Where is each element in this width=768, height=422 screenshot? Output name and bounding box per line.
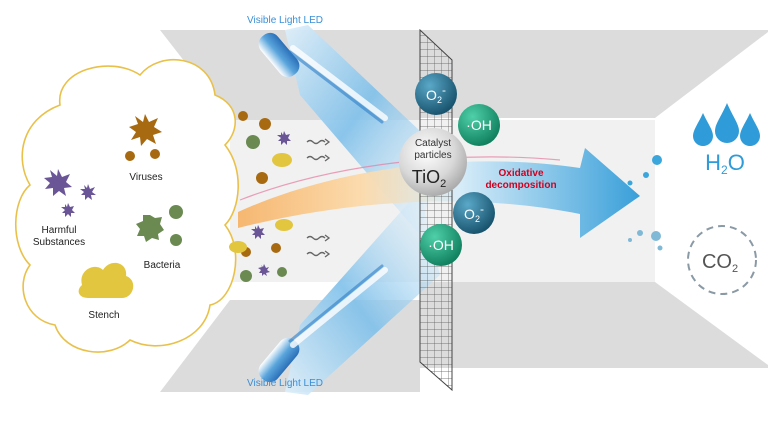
o2-radical-top: O2- [415,73,457,115]
h2o-o: O [728,150,745,175]
co2-main: CO [702,251,732,273]
svg-text:O2-: O2- [426,83,446,105]
oh-label: ·OH [428,237,454,253]
led-top [258,32,388,124]
led-beam-bottom [285,190,440,395]
harmful-label-line2: Substances [33,237,85,248]
tio2-label: TiO2 [412,167,446,190]
h2o-h: H [705,150,721,175]
o2-sup: - [442,83,446,97]
motion-arrows [306,138,331,258]
virus-small-icon [238,111,248,121]
catalyst-label-line2: particles [414,150,451,161]
stench-label: Stench [88,310,119,321]
oh-radical-bottom: ·OH [420,224,462,266]
bacteria-small-icon [170,234,182,246]
virus-small-icon [150,149,160,159]
co2-circle [687,225,757,295]
bacteria-small-icon [240,270,252,282]
oxidative-label-line1: Oxidative [498,168,543,179]
led-bottom [258,264,388,383]
virus-small-icon [256,172,268,184]
h2o-sub: 2 [721,163,728,177]
harmful-small-icon [251,225,265,239]
stench-small-icon [229,241,247,253]
virus-small-icon [271,243,281,253]
tio2-main: TiO [412,167,440,187]
oxidative-label-line2: decomposition [485,180,556,191]
chamber-right-bottom [420,282,768,368]
o2-main: O [464,206,475,222]
stench-large-icon [78,262,134,298]
harmful-small-icon [258,264,270,276]
bacteria-label: Bacteria [144,260,181,271]
virus-small-icon [259,118,271,130]
bacteria-small-icon [277,267,287,277]
stench-small-icon [272,153,292,167]
harmful-large-icon [44,169,72,196]
viruses-label: Viruses [129,172,162,183]
co2-label: CO2 [702,251,738,275]
o2-main: O [426,87,437,103]
harmful-small-icon [277,131,291,145]
virus-large-icon [129,114,162,146]
water-drops-icon [693,103,760,146]
harmful-small-icon [80,184,96,200]
catalyst-mesh [419,28,453,392]
h2o-label: H2O [705,150,745,177]
catalyst-label-line1: Catalyst [415,138,451,149]
o2-sub: 2 [475,214,480,224]
virus-small-icon [125,151,135,161]
svg-text:O2-: O2- [464,202,484,224]
pollutant-cloud [14,58,239,353]
oh-label: ·OH [466,117,492,133]
bacteria-small-icon [169,205,183,219]
led-top-label: Visible Light LED [247,15,323,26]
stench-small-icon [275,219,293,231]
o2-sub: 2 [437,95,442,105]
harmful-label-line1: Harmful [41,225,76,236]
water-bubbles [627,155,663,251]
tio2-particle [399,128,467,196]
oh-radical-top: ·OH [458,104,500,146]
bacteria-small-icon [246,135,260,149]
led-bottom-label: Visible Light LED [247,378,323,389]
o2-sup: - [480,202,484,216]
harmful-small-icon [61,203,75,217]
flow-arrow-edge [239,156,561,201]
bacteria-large-icon [136,215,164,242]
o2-radical-bottom: O2- [453,192,495,234]
co2-sub: 2 [732,263,738,275]
chamber-right-top [420,30,768,118]
tio2-sub: 2 [440,178,446,190]
